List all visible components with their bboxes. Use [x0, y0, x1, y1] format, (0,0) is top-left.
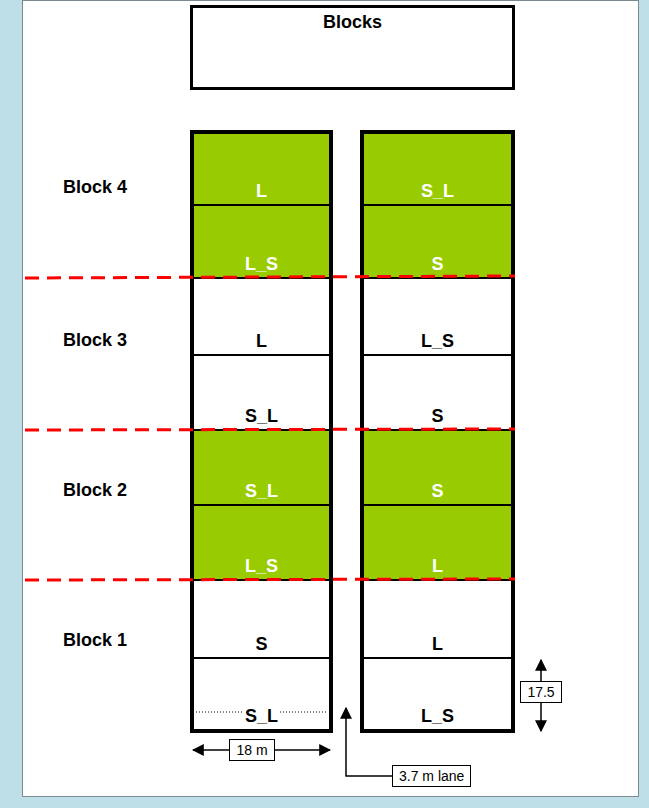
plot-label: L: [430, 634, 445, 654]
plot-label: L_S: [419, 706, 456, 726]
plot-box: S_L: [363, 133, 512, 205]
plot-box: S: [363, 355, 512, 430]
plot-label: L_S: [243, 254, 280, 274]
plot-box: L_S: [363, 658, 512, 730]
dimension-label: 17.5: [520, 681, 561, 703]
block-label: Block 1: [63, 630, 127, 650]
plot-box: L: [363, 505, 512, 580]
block-label: Block 4: [63, 177, 127, 197]
plot-box: S_L: [193, 355, 330, 430]
plot-box: L: [193, 133, 330, 205]
plot-box: L: [363, 580, 512, 658]
plot-label: L: [430, 556, 445, 576]
plot-label: S_L: [243, 481, 280, 501]
dotted-line: [196, 712, 328, 713]
plot-label: S: [429, 254, 445, 274]
block-divider: [25, 276, 515, 580]
plot-label: S_L: [419, 181, 456, 201]
plot-box: S: [193, 580, 330, 658]
plot-box: L_S: [193, 505, 330, 580]
plot-label: L: [254, 331, 269, 351]
plot-label: L_S: [243, 556, 280, 576]
plot-label: S: [253, 634, 269, 654]
plot-label: S: [429, 481, 445, 501]
plot-box: S: [363, 205, 512, 278]
plot-box: S: [363, 430, 512, 505]
plot-box: L_S: [193, 205, 330, 278]
dimension-label: 18 m: [229, 739, 274, 761]
plot-label: S_L: [243, 406, 280, 426]
plot-label: S: [429, 406, 445, 426]
block-label: Block 3: [63, 330, 127, 350]
plot-box: S_L: [193, 430, 330, 505]
plot-label: L: [254, 181, 269, 201]
title-box: Blocks: [190, 5, 515, 90]
dimension-label: 3.7 m lane: [392, 765, 471, 787]
title-text: Blocks: [321, 12, 384, 32]
plot-box: S_L: [193, 658, 330, 730]
block-label: Block 2: [63, 480, 127, 500]
plot-box: L: [193, 278, 330, 355]
plot-label: S_L: [243, 706, 280, 726]
leader-arrow: [346, 708, 392, 776]
plot-box: L_S: [363, 278, 512, 355]
plot-label: L_S: [419, 331, 456, 351]
